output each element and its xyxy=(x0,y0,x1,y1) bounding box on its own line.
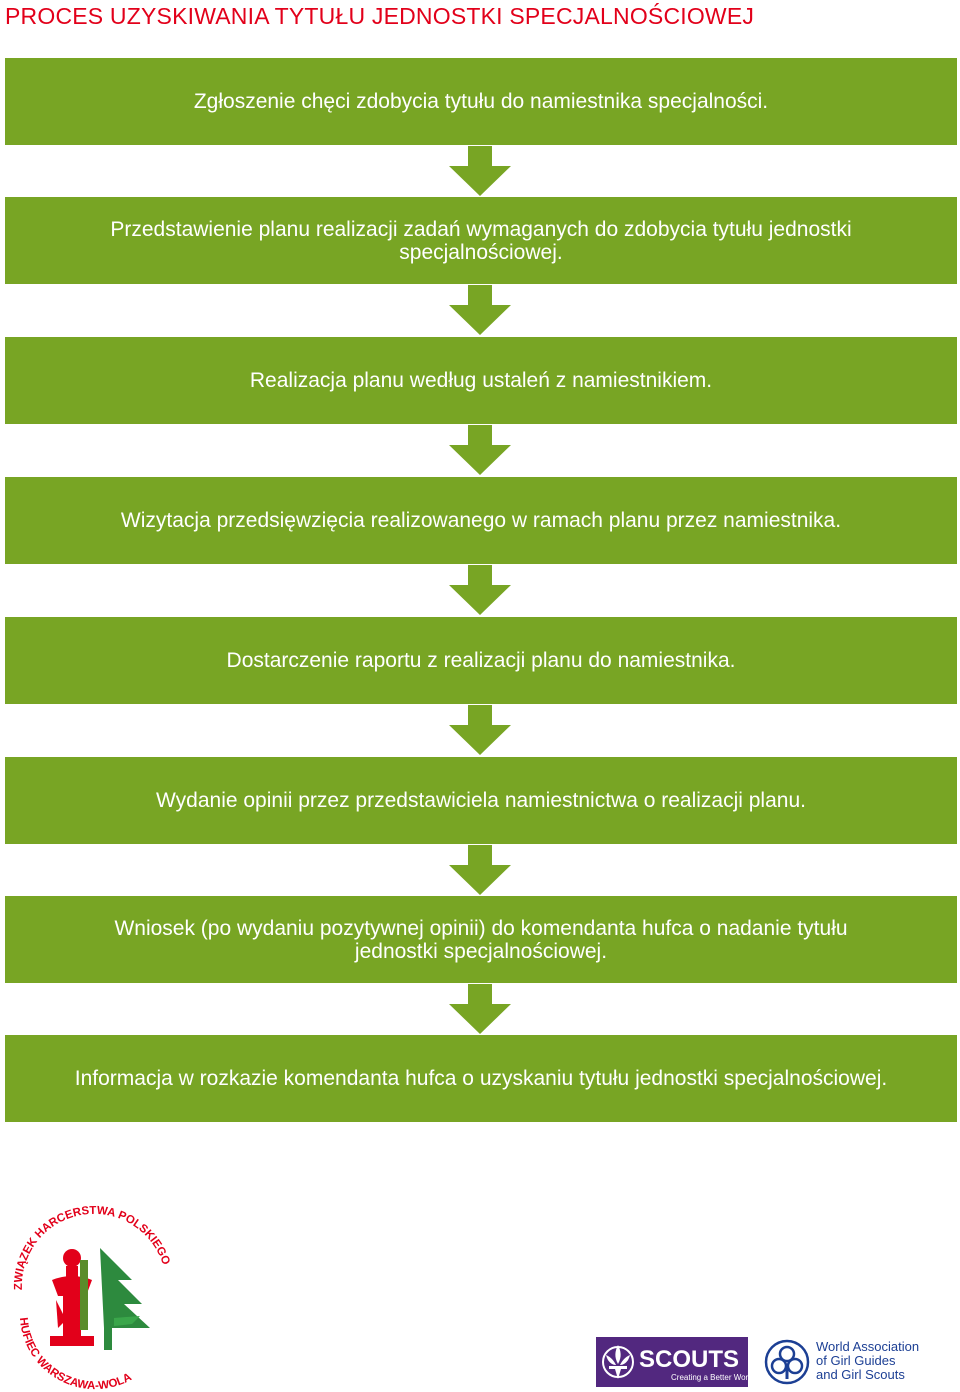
zhp-top-text: ZWIĄZEK HARCERSTWA POLSKIEGO xyxy=(13,1205,172,1290)
zhp-figure-icon xyxy=(50,1249,94,1346)
arrow-down-icon xyxy=(449,425,511,475)
arrow-down-icon xyxy=(449,845,511,895)
process-step-4: Wizytacja przedsięwzięcia realizowanego … xyxy=(5,477,957,564)
step-text: Wizytacja przedsięwzięcia realizowanego … xyxy=(120,509,842,532)
fleur-de-lis-icon xyxy=(602,1345,634,1379)
step-text: Wniosek (po wydaniu pozytywnej opinii) d… xyxy=(114,916,848,940)
arrow-down-icon xyxy=(449,705,511,755)
arrow-down-icon xyxy=(449,565,511,615)
step-text: jednostki specjalnościowej. xyxy=(354,939,608,963)
step-text: specjalnościowej. xyxy=(399,240,563,264)
process-step-2: Przedstawienie planu realizacji zadań wy… xyxy=(5,197,957,284)
scouts-wordmark: SCOUTS xyxy=(639,1346,739,1373)
process-step-6: Wydanie opinii przez przedstawiciela nam… xyxy=(5,757,957,844)
page-title: PROCES UZYSKIWANIA TYTUŁU JEDNOSTKI SPEC… xyxy=(5,3,755,29)
process-step-1: Zgłoszenie chęci zdobycia tytułu do nami… xyxy=(5,58,957,145)
process-step-3: Realizacja planu według ustaleń z namies… xyxy=(5,337,957,424)
process-step-5: Dostarczenie raportu z realizacji planu … xyxy=(5,617,957,704)
arrow-down-icon xyxy=(449,146,511,196)
step-text: Zgłoszenie chęci zdobycia tytułu do nami… xyxy=(193,90,769,113)
scouts-tagline: Creating a Better World xyxy=(671,1373,748,1382)
zhp-logo: ZWIĄZEK HARCERSTWA POLSKIEGO HUFIEC WARS… xyxy=(13,1205,172,1390)
scouts-logo: SCOUTS Creating a Better World xyxy=(596,1337,754,1387)
step-text: Wydanie opinii przez przedstawiciela nam… xyxy=(156,789,806,812)
arrow-down-icon xyxy=(449,285,511,335)
process-step-8: Informacja w rozkazie komendanta hufca o… xyxy=(5,1035,957,1122)
zhp-tree-icon xyxy=(100,1248,150,1350)
step-text: Informacja w rozkazie komendanta hufca o… xyxy=(74,1067,888,1090)
arrow-down-icon xyxy=(449,984,511,1034)
process-step-7: Wniosek (po wydaniu pozytywnej opinii) d… xyxy=(5,896,957,983)
step-text: Dostarczenie raportu z realizacji planu … xyxy=(226,649,736,672)
wagggs-name: World Association of Girl Guides and Gir… xyxy=(816,1339,920,1382)
wagggs-trefoil-icon xyxy=(764,1339,810,1385)
step-text: Przedstawienie planu realizacji zadań wy… xyxy=(110,217,852,241)
step-text: Realizacja planu według ustaleń z namies… xyxy=(249,369,713,392)
